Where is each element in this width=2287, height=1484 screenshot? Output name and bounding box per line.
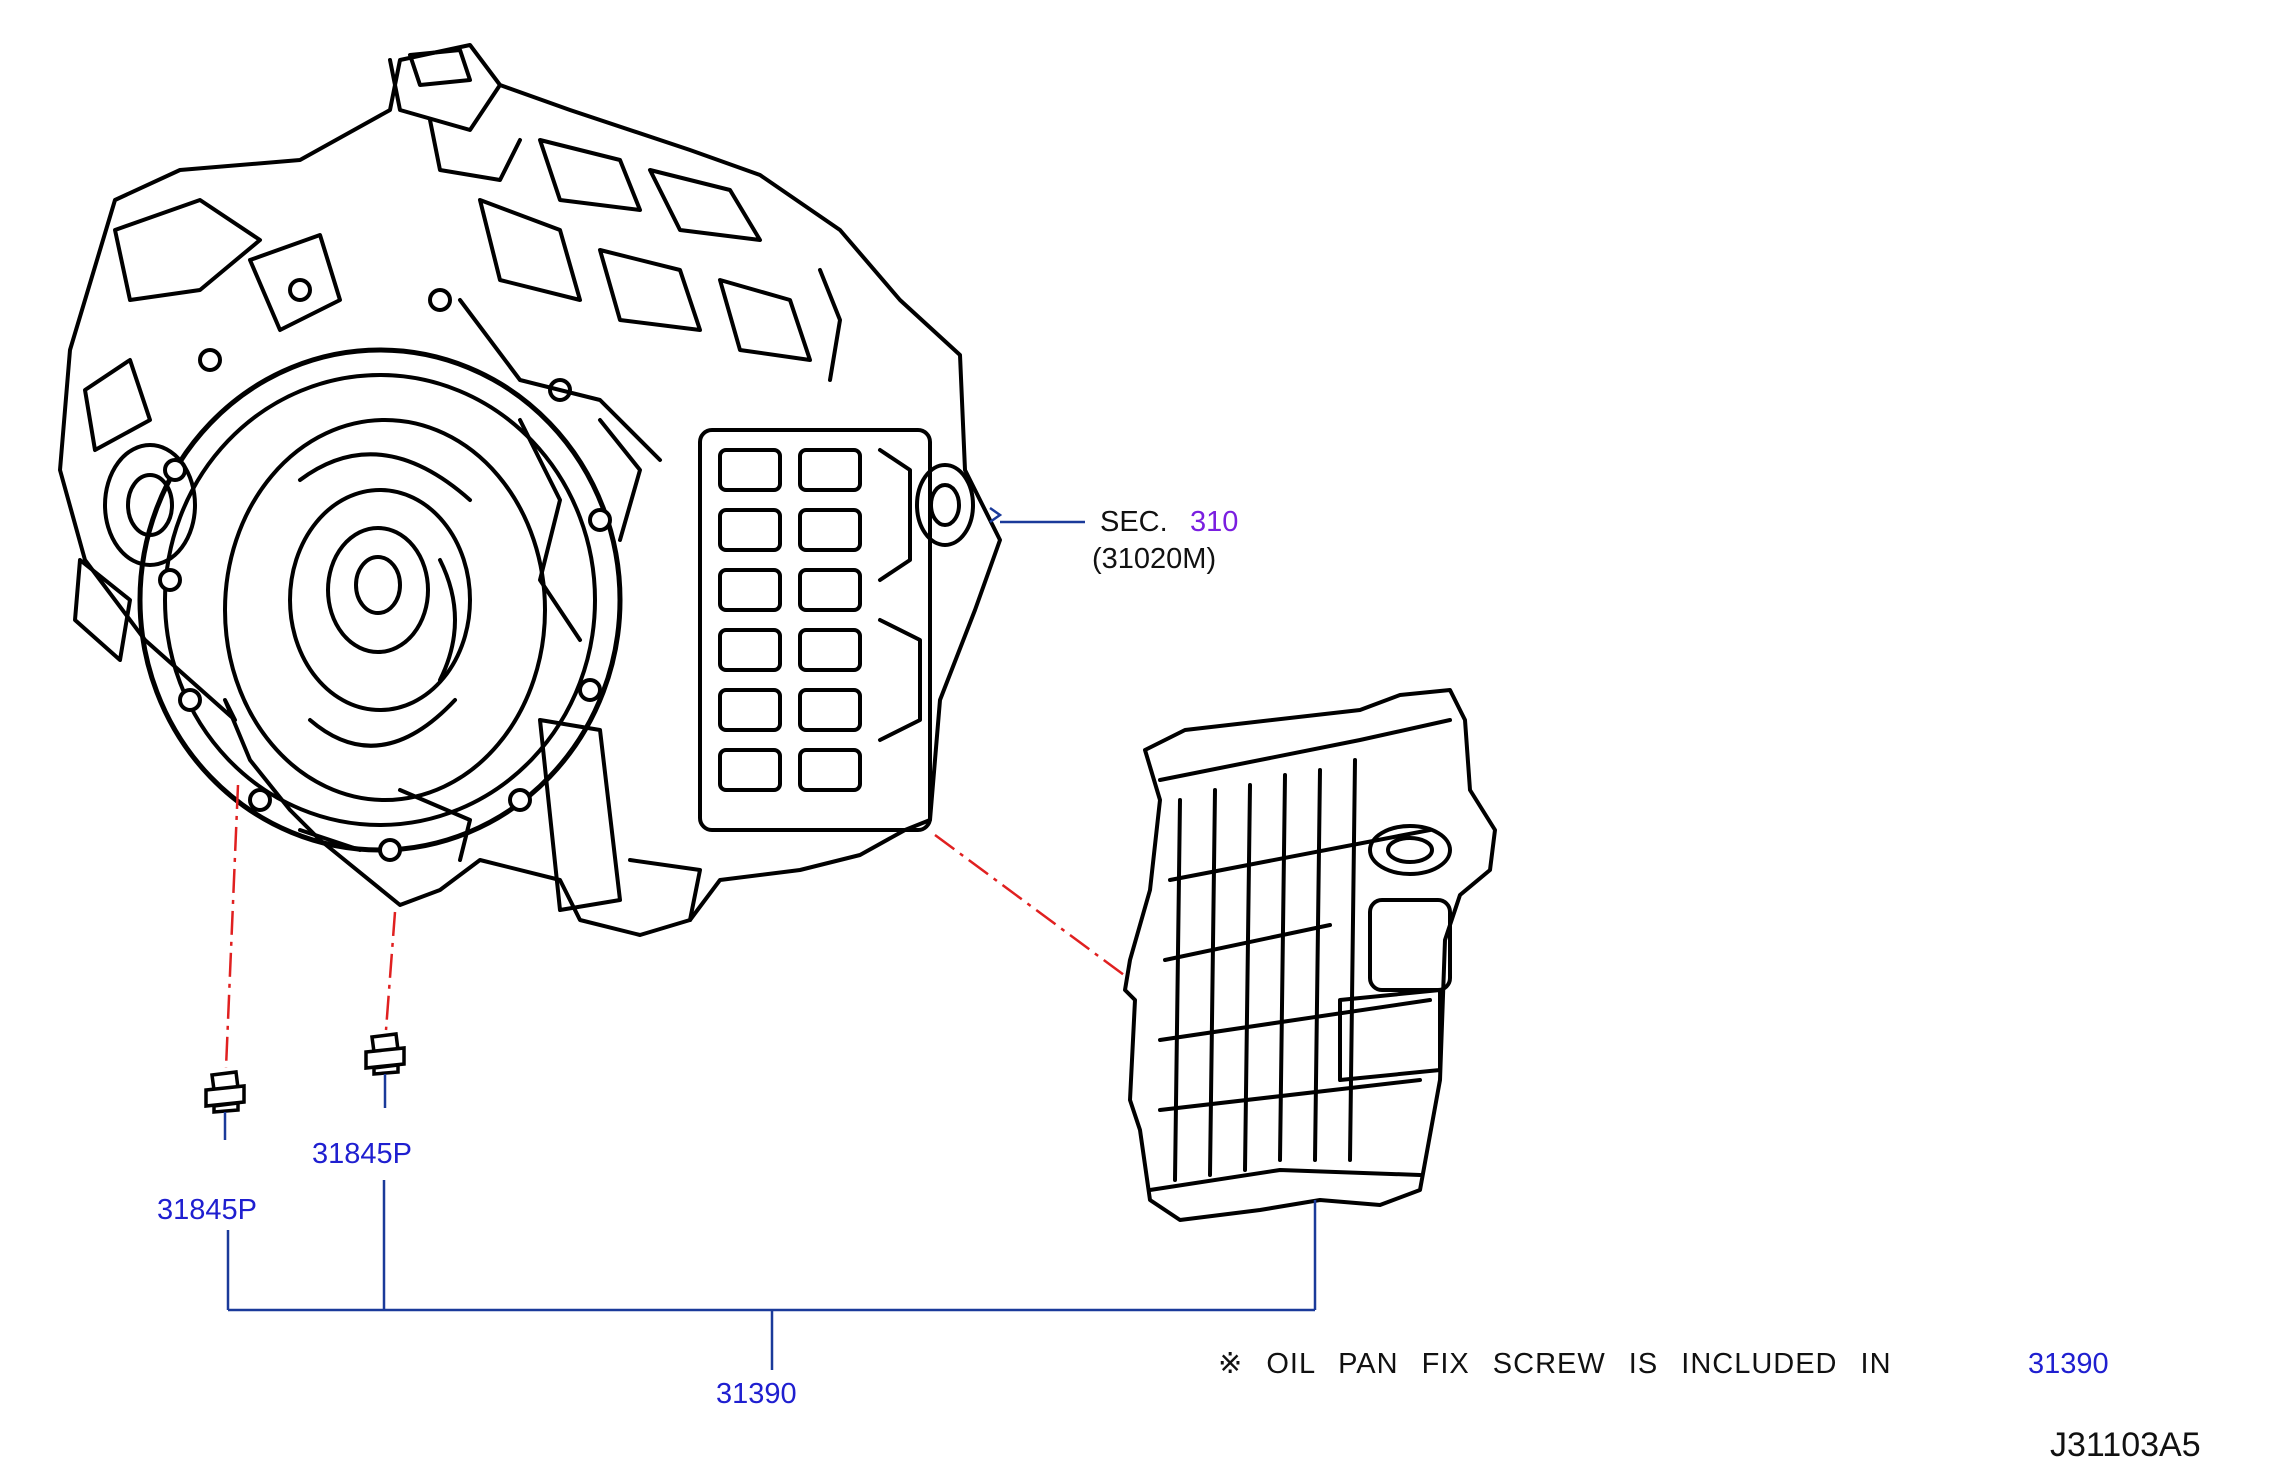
leader-lines — [223, 506, 1317, 1370]
part-number-assembly[interactable]: 31390 — [716, 1378, 797, 1410]
transmission-assembly[interactable] — [58, 43, 1002, 937]
centerlines — [224, 784, 1129, 1069]
drain-plug[interactable] — [204, 1070, 246, 1114]
section-callout-number[interactable]: 310 — [1190, 506, 1239, 538]
diagram-reference-code: J31103A5 — [2050, 1426, 2201, 1464]
note-text: ※ OIL PAN FIX SCREW IS INCLUDED IN — [1218, 1350, 1892, 1379]
note-part-number[interactable]: 31390 — [2028, 1348, 2109, 1380]
filler-plug[interactable] — [364, 1032, 406, 1076]
oil-pan[interactable] — [1123, 688, 1497, 1222]
section-callout-subpart: (31020M) — [1092, 543, 1217, 575]
section-callout-prefix: SEC. — [1100, 506, 1168, 538]
part-number-drain-plug[interactable]: 31845P — [157, 1194, 257, 1226]
note-symbol: ※ — [1218, 1348, 1244, 1380]
part-number-filler-plug[interactable]: 31845P — [312, 1138, 412, 1170]
note-body: OIL PAN FIX SCREW IS INCLUDED IN — [1266, 1348, 1892, 1380]
